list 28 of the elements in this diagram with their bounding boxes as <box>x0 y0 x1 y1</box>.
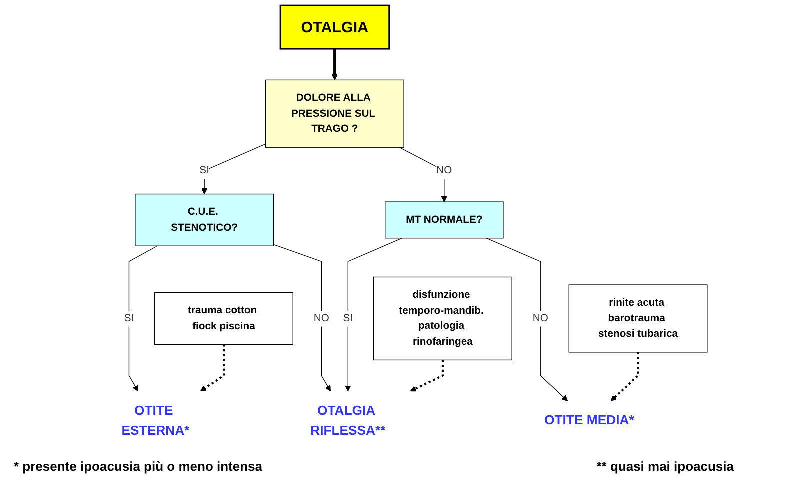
arrow <box>202 144 266 195</box>
edge-label: SI <box>200 164 210 176</box>
edge-label: SI <box>124 312 134 324</box>
node-box: MT NORMALE? <box>385 202 504 239</box>
node-box: rinite acuta barotrauma stenosi tubarica <box>568 284 708 353</box>
node-box: disfunzione temporo-mandib. patologia rinofaringea <box>373 276 512 361</box>
edge-label: NO <box>436 164 452 176</box>
footnote: ** quasi mai ipoacusia <box>596 459 734 474</box>
footnote: * presente ipoacusia più o meno intensa <box>14 459 263 474</box>
arrow <box>410 360 444 392</box>
node-box: trauma cotton fiock piscina <box>154 292 294 345</box>
node-text: OTITE MEDIA* <box>544 414 634 428</box>
arrow <box>610 352 640 402</box>
arrow <box>486 238 568 402</box>
arrow <box>273 244 331 392</box>
edge-label: NO <box>314 312 330 324</box>
node-box: OTALGIA <box>280 4 390 50</box>
node-box: DOLORE ALLA PRESSIONE SUL TRAGO ? <box>265 80 404 148</box>
arrow <box>399 147 448 202</box>
node-box: C.U.E. STENOTICO? <box>135 194 274 246</box>
arrow <box>128 246 158 392</box>
arrow <box>345 238 403 392</box>
arrow <box>332 49 338 80</box>
node-text: OTALGIA RIFLESSA** <box>310 404 386 438</box>
arrow <box>200 344 226 392</box>
edge-label: NO <box>532 312 548 324</box>
node-text: OTITE ESTERNA* <box>122 404 190 438</box>
edge-label: SI <box>343 312 354 324</box>
